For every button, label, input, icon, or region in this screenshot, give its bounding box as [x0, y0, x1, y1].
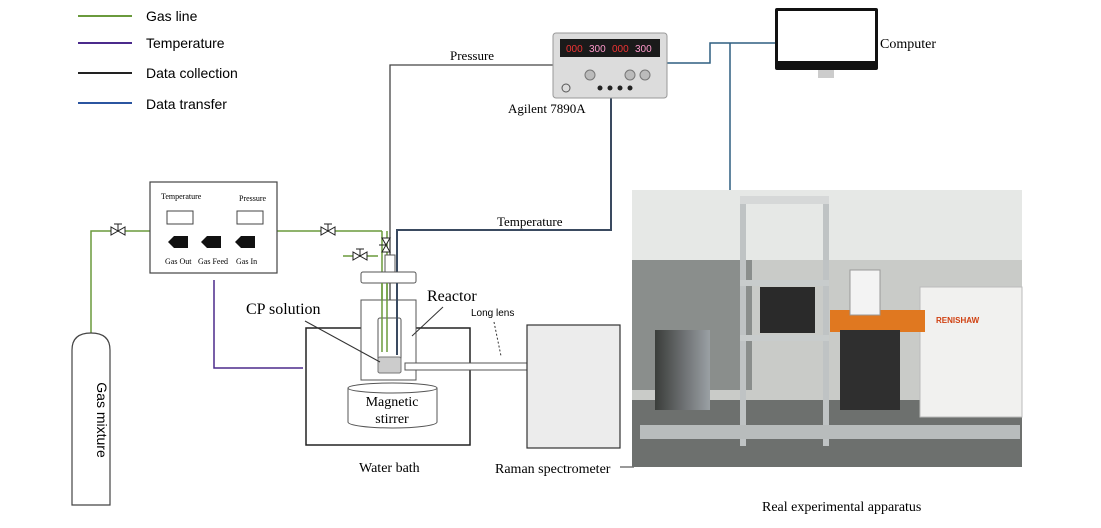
real-apparatus-label: Real experimental apparatus	[762, 500, 921, 515]
gas-out-arrow-icon	[168, 236, 188, 248]
device-display-4: 300	[635, 44, 652, 55]
cp-solution-pointer	[304, 320, 381, 363]
gas-out-label: Gas Out	[165, 257, 192, 266]
gas-mixture-label: Gas mixture	[94, 382, 110, 458]
legend: Gas line Temperature Data collection Dat…	[78, 8, 238, 112]
temperature-control-line	[213, 280, 303, 369]
device-display-2: 300	[589, 44, 606, 55]
legend-data-collection-label: Data collection	[146, 65, 238, 81]
legend-temperature-label: Temperature	[146, 35, 225, 51]
valve-icon	[379, 237, 391, 253]
valve-icon	[320, 223, 336, 236]
legend-data-transfer-label: Data transfer	[146, 96, 227, 112]
long-lens	[404, 362, 528, 371]
gas-in-label: Gas In	[236, 257, 257, 266]
agilent-device: 000 300 000 300	[552, 32, 668, 99]
reactor	[360, 254, 417, 381]
computer-monitor-icon	[775, 8, 878, 78]
pressure-label: Pressure	[450, 48, 494, 63]
pressure-display	[236, 210, 264, 225]
device-display-1: 000	[566, 44, 583, 55]
valve-icon	[110, 223, 126, 236]
device-display-3: 000	[612, 44, 629, 55]
long-lens-pointer	[493, 321, 502, 357]
data-transfer-line	[667, 42, 775, 64]
gas-in-arrow-icon	[235, 236, 255, 248]
photo-brand-text: RENISHAW	[936, 316, 980, 325]
valve-icon	[352, 248, 368, 261]
gas-feed-label: Gas Feed	[198, 257, 228, 266]
computer-label: Computer	[880, 37, 936, 52]
cp-solution-label: CP solution	[246, 301, 321, 318]
raman-label: Raman spectrometer	[495, 462, 611, 477]
apparatus-photo: RENISHAW	[632, 190, 1023, 467]
agilent-label: Agilent 7890A	[508, 101, 586, 116]
gas-cylinder: Gas mixture	[71, 332, 111, 506]
control-temperature-label: Temperature	[161, 192, 202, 201]
magnetic-label: Magnetic	[366, 395, 419, 410]
control-pressure-label: Pressure	[239, 194, 267, 203]
pressure-line	[389, 64, 555, 300]
stirrer-label: stirrer	[375, 412, 409, 427]
gas-feed-arrow-icon	[201, 236, 221, 248]
cp-solution	[377, 356, 402, 374]
water-bath-label: Water bath	[359, 461, 420, 476]
raman-spectrometer	[526, 324, 621, 449]
legend-gas-line-label: Gas line	[146, 8, 198, 24]
long-lens-label: Long lens	[471, 308, 514, 319]
reactor-label: Reactor	[427, 288, 477, 305]
reactor-pointer	[411, 306, 444, 337]
temperature-display	[166, 210, 194, 225]
magnetic-stirrer: Magnetic stirrer	[347, 382, 438, 429]
control-box: Temperature Pressure Gas Out Gas Feed Ga…	[149, 181, 278, 274]
temperature-line-label: Temperature	[497, 214, 563, 229]
